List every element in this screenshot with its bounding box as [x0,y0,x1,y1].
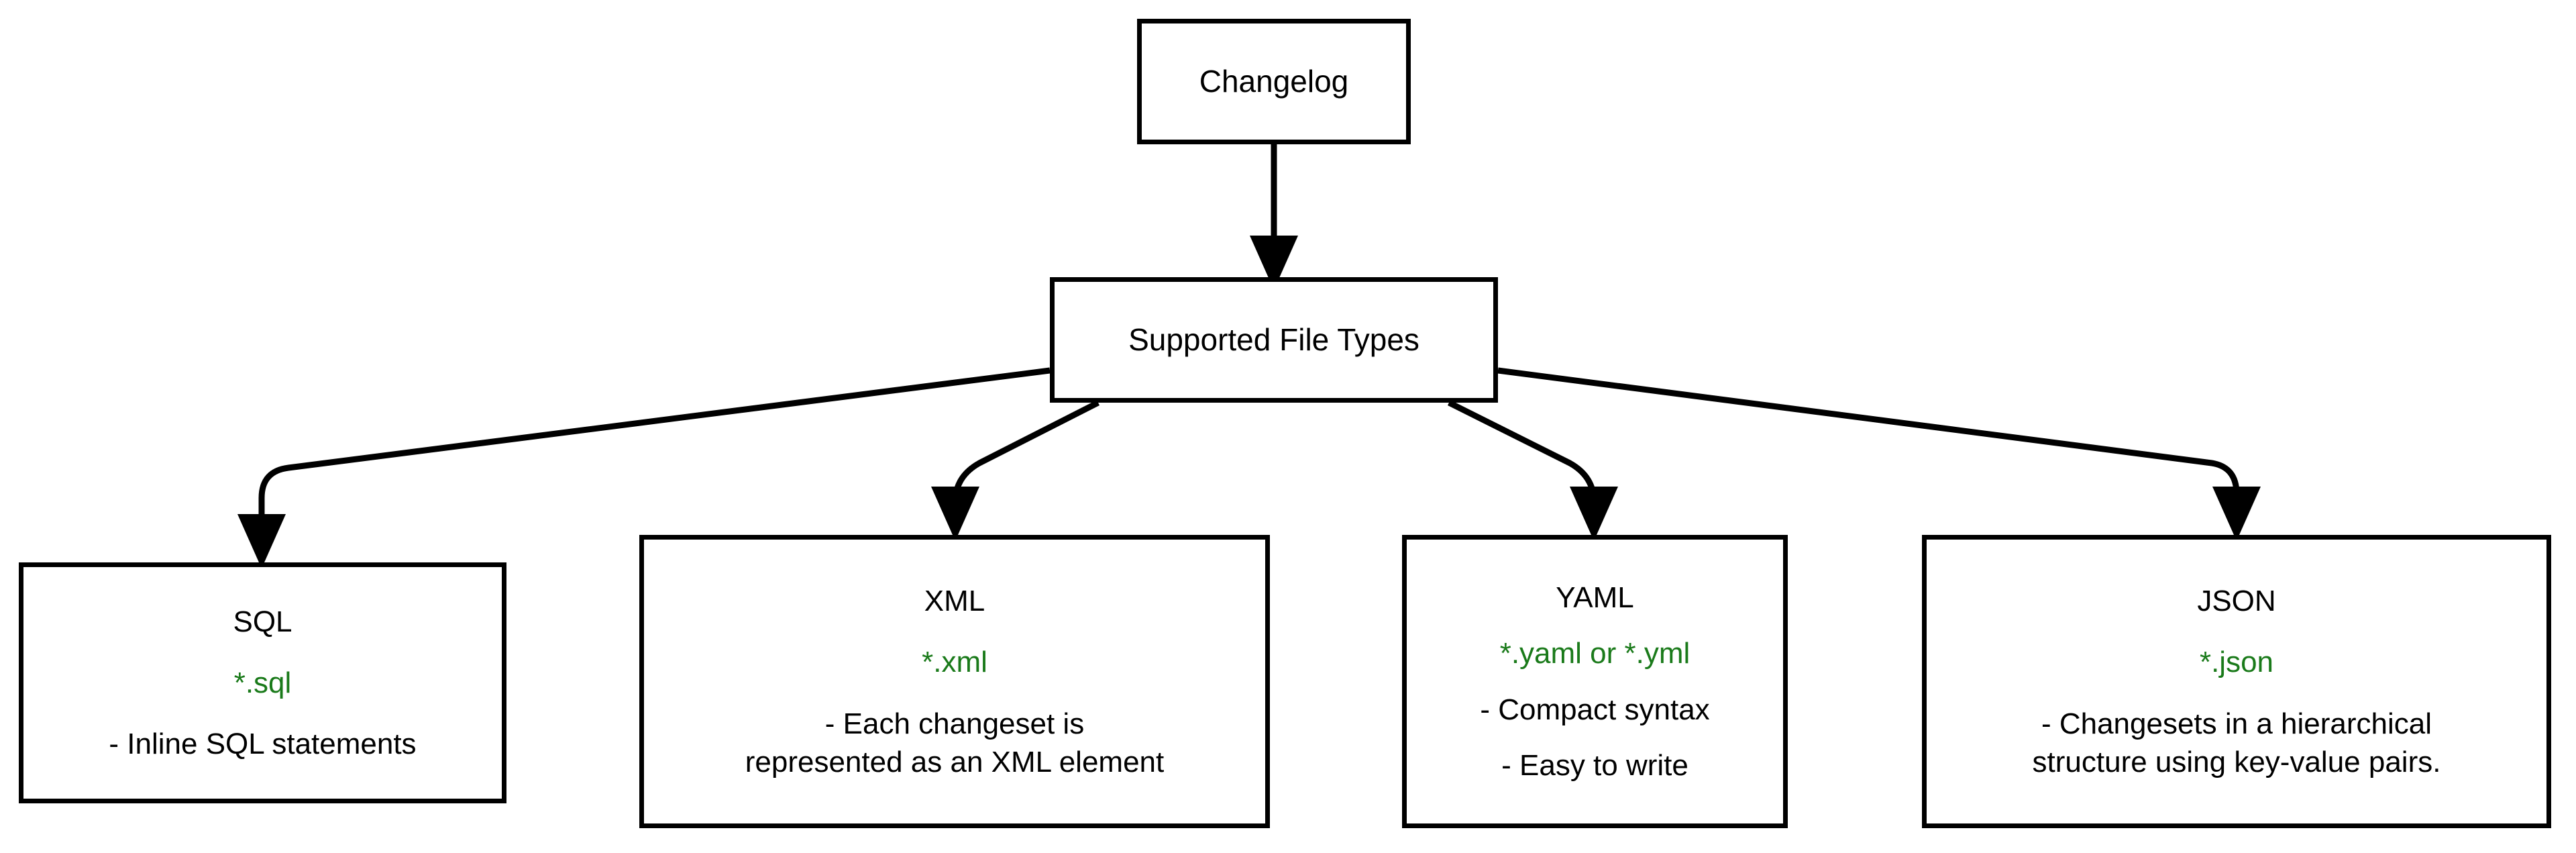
node-yaml-description-line-1: - Compact syntax [1480,693,1710,726]
node-yaml-description-line-2: - Easy to write [1501,748,1688,782]
edge-supported-to-xml [931,399,1100,541]
node-xml-extensions: *.xml [922,646,987,679]
node-xml-title: XML [924,585,985,618]
node-json-description-line-2: structure using key-value pairs. [2032,745,2441,779]
node-json-description-line-1: - Changesets in a hierarchical [2041,707,2432,740]
node-changelog[interactable]: Changelog [1137,19,1411,144]
node-changelog-title: Changelog [1199,63,1349,99]
node-sql-title: SQL [233,605,292,638]
node-supported-file-types[interactable]: Supported File Types [1050,277,1498,403]
node-sql-extensions: *.sql [233,666,292,699]
node-xml-description-line-2: represented as an XML element [745,745,1165,779]
node-supported-file-types-title: Supported File Types [1128,321,1419,357]
node-sql[interactable]: SQL *.sql - Inline SQL statements [19,562,506,803]
edge-supported-to-sql [237,367,1051,568]
node-yaml-title: YAML [1556,581,1634,615]
edge-supported-to-json [1497,367,2261,541]
node-yaml[interactable]: YAML *.yaml or *.yml - Compact syntax - … [1402,535,1788,828]
node-json[interactable]: JSON *.json - Changesets in a hierarchic… [1922,535,2551,828]
node-sql-description-line-1: - Inline SQL statements [109,727,417,761]
node-json-title: JSON [2197,585,2276,618]
node-xml[interactable]: XML *.xml - Each changeset is represente… [639,535,1270,828]
node-json-extensions: *.json [2199,646,2274,679]
node-yaml-extensions: *.yaml or *.yml [1499,637,1690,670]
edge-supported-to-yaml [1447,399,1618,541]
node-xml-description-line-1: - Each changeset is [824,707,1085,740]
